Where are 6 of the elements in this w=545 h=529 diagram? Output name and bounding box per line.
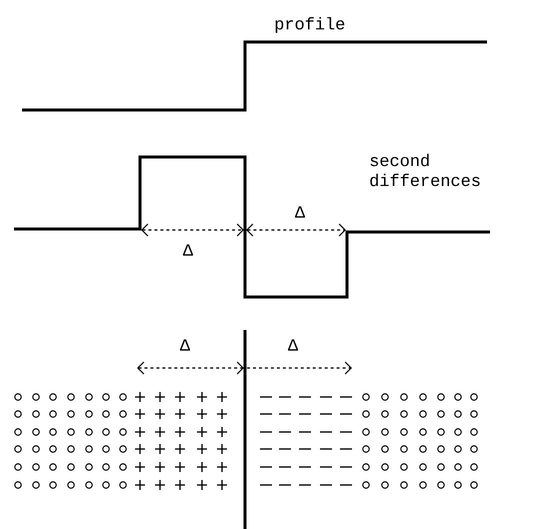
delta-label: Δ [183, 244, 193, 256]
delta-label: Δ [288, 339, 298, 351]
profile-label: profile [276, 17, 344, 33]
delta-label: Δ [180, 339, 190, 351]
curve-label: second differences [370, 154, 480, 186]
delta-label: Δ [295, 206, 305, 218]
